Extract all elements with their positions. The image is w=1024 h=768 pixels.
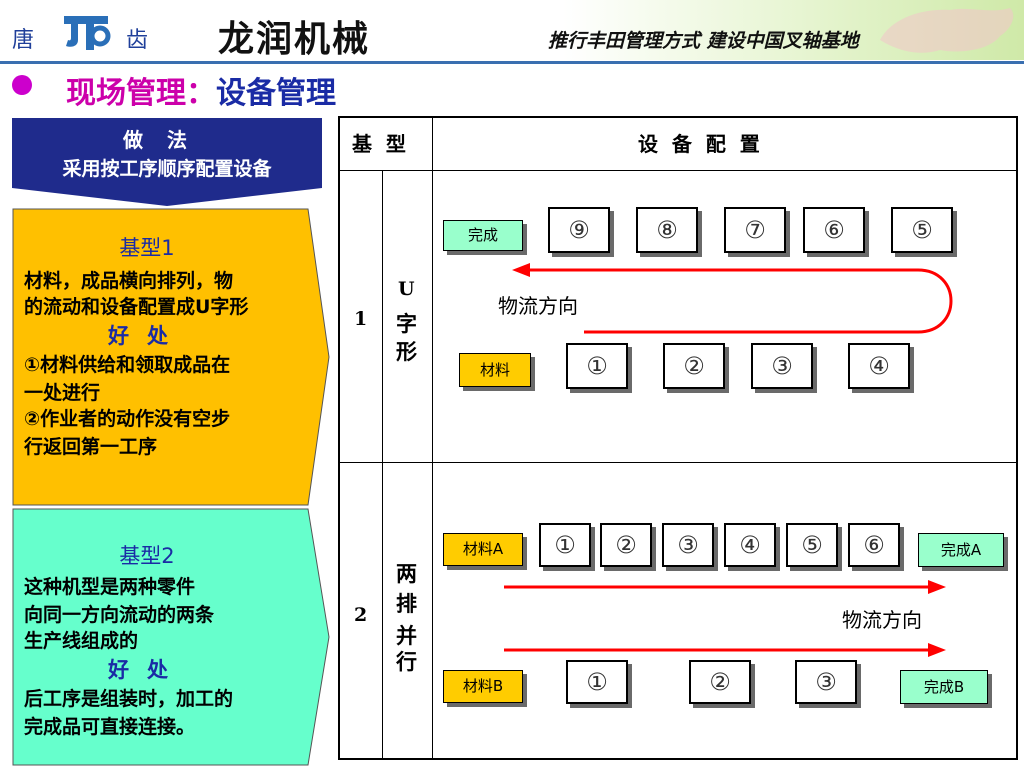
row2-name-2: 排 (396, 591, 417, 616)
table-header-divider (340, 170, 1016, 171)
type2-benefit-line-1: 后工序是组装时，加工的 (24, 688, 234, 710)
row2-a-station-1: ① (539, 523, 591, 567)
title-bullet-icon (12, 75, 32, 95)
row2-b-station-2: ② (689, 660, 751, 704)
row2-a-station-5: ⑤ (786, 523, 838, 567)
china-map-watermark-icon (880, 8, 1014, 53)
type2-benefit-heading: 好处 (108, 658, 186, 682)
header-slogan: 推行丰田管理方式 建设中国叉轴基地 (548, 30, 859, 52)
row1-material-label: 材料 (459, 353, 531, 387)
type1-benefit-line-2: 一处进行 (24, 382, 101, 404)
brand-char-left: 唐 (12, 28, 35, 53)
row2-finish-b-label: 完成B (900, 670, 988, 704)
layout-table: 基 型 设 备 配 置 1 U 字 形 2 两 排 并 行 (338, 116, 1018, 760)
type1-benefit-line-3: ②作业者的动作没有空步 (24, 408, 231, 430)
header-divider (0, 61, 1024, 64)
company-logo-icon (64, 16, 111, 50)
type2-desc-line-2: 向同一方向流动的两条 (24, 604, 215, 626)
header-bar (0, 0, 1024, 60)
type1-box-shape (12, 208, 330, 506)
row1-name-2: 字 (396, 311, 417, 336)
page-title-part1: 现场管理： (66, 76, 216, 111)
row2-b-station-1: ① (566, 660, 628, 704)
row1-u-flow-arrow (512, 263, 953, 334)
row2-material-a-label: 材料A (443, 533, 523, 566)
type2-box-shape (12, 508, 330, 766)
row2-a-station-6: ⑥ (848, 523, 900, 567)
type1-desc-line-2: 的流动和设备配置成U字形 (24, 296, 249, 318)
row1-station-7: ⑦ (724, 207, 786, 253)
type2-box: 基型2 这种机型是两种零件 向同一方向流动的两条 生产线组成的 好处 后工序是组… (12, 508, 330, 766)
row1-station-1: ① (566, 343, 628, 389)
company-name: 龙润机械 (218, 18, 371, 60)
page-title: 现场管理：设备管理 (66, 68, 336, 112)
row2-b-station-3: ③ (795, 660, 857, 704)
row2-number: 2 (354, 604, 368, 626)
row2-a-station-4: ④ (724, 523, 776, 567)
method-body: 采用按工序顺序配置设备 (62, 158, 272, 180)
row2-material-b-label: 材料B (443, 670, 523, 703)
row1-station-6: ⑥ (803, 207, 865, 253)
type1-desc-line-1: 材料，成品横向排列，物 (24, 270, 234, 292)
type2-desc-line-3: 生产线组成的 (24, 630, 139, 652)
row2-name-3: 并 (396, 623, 417, 648)
row1-name-1: U (398, 278, 415, 300)
row1-finish-label: 完成 (443, 220, 523, 251)
type1-box: 基型1 材料，成品横向排列，物 的流动和设备配置成U字形 好处 ①材料供给和领取… (12, 208, 330, 506)
row2-a-station-2: ② (600, 523, 652, 567)
row2-finish-a-label: 完成A (918, 533, 1004, 567)
row2-name-1: 两 (396, 561, 417, 586)
table-header-type: 基 型 (352, 132, 406, 156)
row1-station-9: ⑨ (548, 207, 610, 253)
row1-station-3: ③ (751, 343, 813, 389)
row1-station-4: ④ (848, 343, 910, 389)
brand-char-right: 齿 (126, 28, 149, 53)
type2-desc-line-1: 这种机型是两种零件 (24, 576, 196, 598)
table-row-divider (340, 462, 1016, 463)
type2-benefit-line-2: 完成品可直接连接。 (24, 716, 196, 738)
row1-name-3: 形 (396, 339, 417, 364)
row2-flow-arrow-b (504, 643, 946, 657)
row1-station-5: ⑤ (891, 207, 953, 253)
row1-station-2: ② (663, 343, 725, 389)
method-heading: 做法 (123, 128, 211, 152)
table-num-col-divider (382, 170, 383, 758)
row2-name-4: 行 (396, 649, 417, 674)
row1-flow-label: 物流方向 (498, 294, 578, 318)
type2-title: 基型2 (119, 544, 175, 568)
type1-benefit-line-4: 行返回第一工序 (24, 436, 158, 458)
row2-flow-label: 物流方向 (842, 608, 922, 632)
page-title-part2: 设备管理 (216, 76, 336, 111)
row2-a-station-3: ③ (662, 523, 714, 567)
type1-benefit-line-1: ①材料供给和领取成品在 (24, 354, 231, 376)
method-box-shape (12, 118, 322, 206)
type1-benefit-heading: 好处 (108, 324, 186, 348)
table-header-config: 设 备 配 置 (638, 132, 760, 156)
row2-flow-arrow-a (504, 580, 946, 594)
table-type-col-divider (432, 118, 433, 758)
method-box: 做法 采用按工序顺序配置设备 (12, 118, 322, 206)
row1-number: 1 (354, 308, 368, 330)
row1-station-8: ⑧ (636, 207, 698, 253)
type1-title: 基型1 (119, 236, 175, 260)
